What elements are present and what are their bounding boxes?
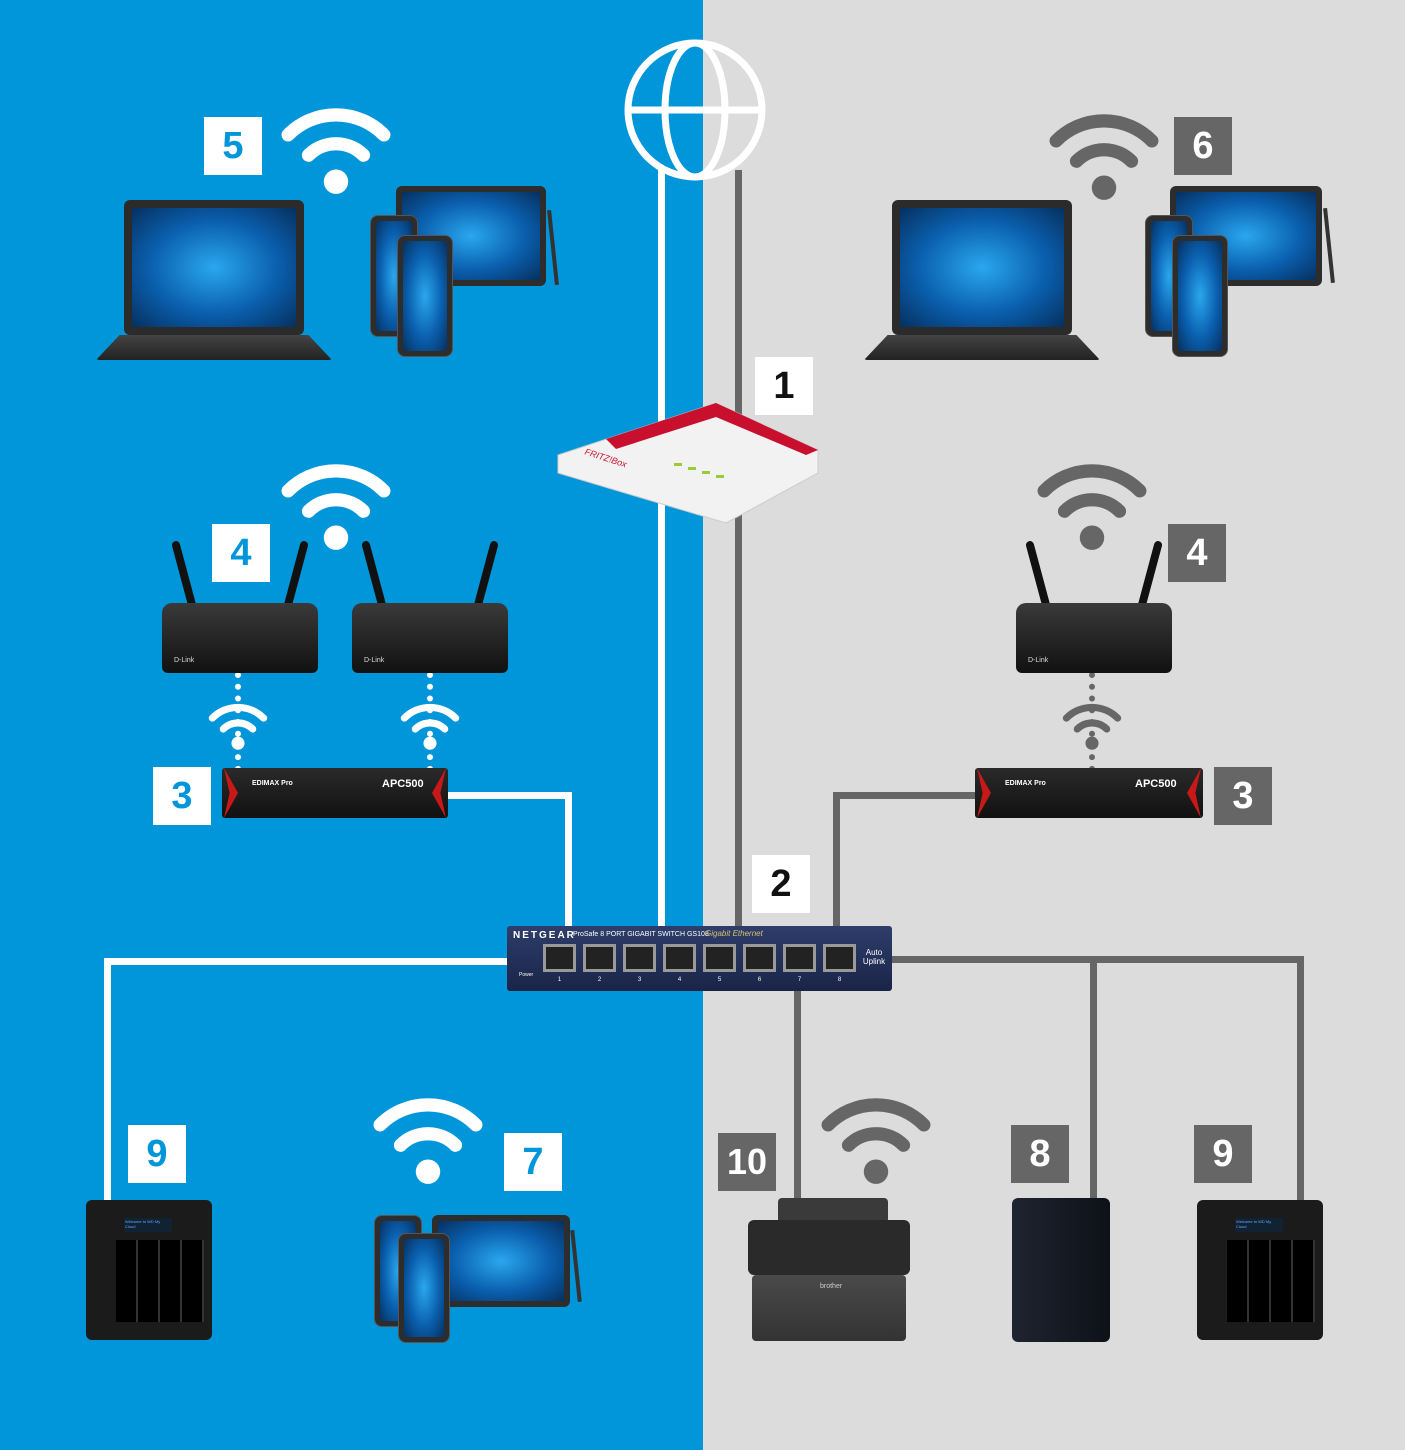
wifi-icon (1036, 448, 1148, 550)
switch-port[interactable] (743, 944, 776, 972)
nas-lcd: Welcome to WD My Cloud (1235, 1218, 1283, 1232)
wire-internet-white (658, 170, 665, 940)
wire-nas-left-h (104, 958, 509, 965)
wire-apc-left-v (565, 792, 572, 937)
badge-router: 1 (755, 357, 813, 415)
wire-apc-right-h (833, 792, 978, 799)
wifi-icon (820, 1082, 932, 1184)
internet-globe-icon (624, 39, 766, 181)
wire-nas-small-v (1090, 956, 1097, 1206)
port-number: 5 (717, 977, 722, 983)
port-number: 8 (837, 977, 842, 983)
wifi-small-icon (400, 695, 460, 750)
phone (398, 1233, 450, 1343)
port-number: 3 (637, 977, 642, 983)
switch-port[interactable] (663, 944, 696, 972)
nas-2bay (1012, 1198, 1110, 1342)
printer-brand: brother (820, 1283, 843, 1290)
phone (397, 235, 453, 357)
wifi-icon (1048, 98, 1160, 200)
wire-nas-left-v (104, 958, 111, 1203)
wifi-small-icon (208, 695, 268, 750)
port-number: 1 (557, 977, 562, 983)
access-point: D-Link (162, 603, 318, 673)
nas-lcd: Welcome to WD My Cloud (124, 1218, 172, 1232)
laptop (124, 200, 304, 335)
badge-access-points-left: 4 (212, 524, 270, 582)
switch-uplink: Auto Uplink (862, 948, 886, 966)
badge-mobile-devices: 7 (504, 1133, 562, 1191)
switch-port[interactable] (703, 944, 736, 972)
laptop (892, 200, 1072, 335)
port-number: 6 (757, 977, 762, 983)
router: FRITZ!Box (556, 395, 824, 525)
port-number: 7 (797, 977, 802, 983)
switch-model: ProSafe 8 PORT GIGABIT SWITCH GS108 (573, 931, 709, 938)
laptop-keyboard (96, 335, 332, 360)
ap-controller: EDIMAX Pro APC500 (975, 768, 1203, 818)
printer: brother (748, 1198, 910, 1341)
access-point: D-Link (1016, 603, 1172, 673)
switch-tag: Gigabit Ethernet (705, 929, 763, 938)
switch-power-label: Power (519, 972, 534, 978)
wifi-icon (280, 448, 392, 550)
switch-port[interactable] (583, 944, 616, 972)
apc-brand: EDIMAX Pro (1005, 780, 1046, 787)
badge-nas-right: 9 (1194, 1125, 1252, 1183)
switch-port[interactable] (623, 944, 656, 972)
badge-ap-controller-left: 3 (153, 767, 211, 825)
apc-model: APC500 (382, 778, 424, 790)
ap-brand: D-Link (364, 657, 385, 664)
switch-brand: NETGEAR (513, 930, 576, 941)
port-number: 2 (597, 977, 602, 983)
badge-ap-controller-right: 3 (1214, 767, 1272, 825)
switch-port[interactable] (783, 944, 816, 972)
wire-apc-left-h (445, 792, 571, 799)
badge-wifi-clients-right: 6 (1174, 117, 1232, 175)
nas-4bay: Welcome to WD My Cloud (1197, 1200, 1323, 1340)
wifi-icon (372, 1082, 484, 1184)
access-point: D-Link (352, 603, 508, 673)
laptop-keyboard (864, 335, 1100, 360)
ap-brand: D-Link (174, 657, 195, 664)
badge-printer: 10 (718, 1133, 776, 1191)
ap-brand: D-Link (1028, 657, 1049, 664)
badge-access-point-right: 4 (1168, 524, 1226, 582)
apc-model: APC500 (1135, 778, 1177, 790)
badge-nas-small: 8 (1011, 1125, 1069, 1183)
tablet (432, 1215, 570, 1307)
wire-internet-gray (735, 170, 742, 940)
apc-brand: EDIMAX Pro (252, 780, 293, 787)
badge-nas-left: 9 (128, 1125, 186, 1183)
network-switch: NETGEAR ProSafe 8 PORT GIGABIT SWITCH GS… (507, 926, 892, 991)
wifi-icon (280, 92, 392, 194)
switch-port[interactable] (543, 944, 576, 972)
wire-nas-right-v (1297, 956, 1304, 1206)
badge-switch: 2 (752, 855, 810, 913)
badge-wifi-clients-left: 5 (204, 117, 262, 175)
wifi-small-icon (1062, 695, 1122, 750)
wire-apc-right-v (833, 792, 840, 937)
port-number: 4 (677, 977, 682, 983)
nas-4bay: Welcome to WD My Cloud (86, 1200, 212, 1340)
switch-port[interactable] (823, 944, 856, 972)
ap-controller: EDIMAX Pro APC500 (222, 768, 448, 818)
phone (1172, 235, 1228, 357)
wire-printer-v (794, 985, 801, 1200)
